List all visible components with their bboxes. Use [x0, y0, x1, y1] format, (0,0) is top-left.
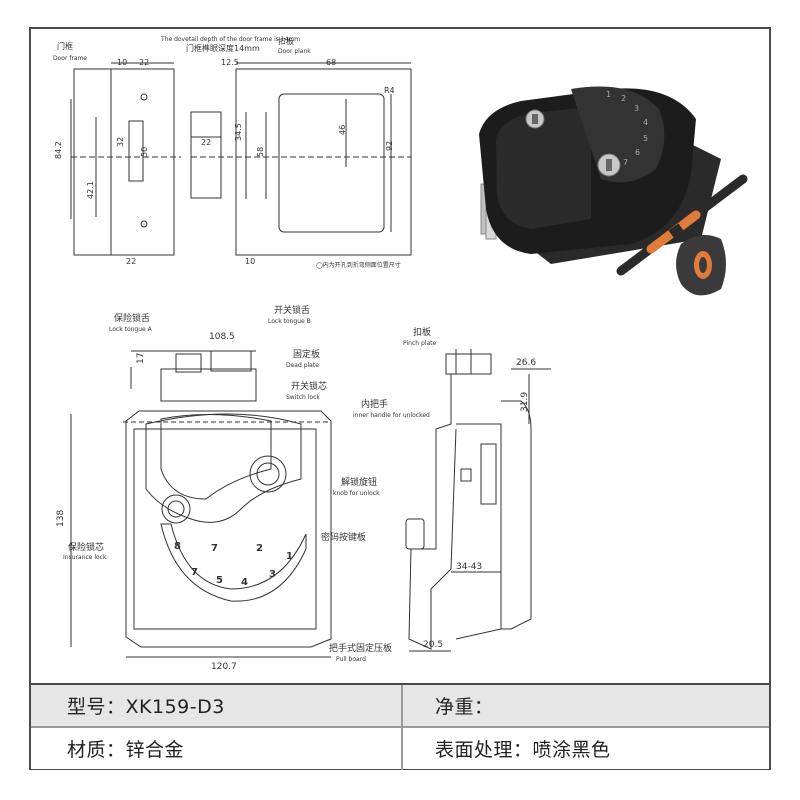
svg-text:3: 3 [269, 569, 276, 580]
svg-text:The dovetail depth of the door: The dovetail depth of the door frame is … [160, 36, 300, 43]
product-photo: 123 456 78 [479, 86, 748, 296]
finish-cell: 表面处理：喷涂黑色 [435, 739, 611, 761]
svg-text:inner handle for unlocked: inner handle for unlocked [353, 412, 430, 419]
svg-text:Door plank: Door plank [278, 48, 311, 55]
technical-drawings: 门框 Door frame The dovetail depth of the … [31, 29, 769, 680]
svg-text:扣板: 扣板 [413, 326, 431, 338]
door-cutout-dims: 门框 Door frame The dovetail depth of the … [53, 36, 401, 269]
spec-table: 型号：XK159-D3 净重： 材质：锌合金 表面处理：喷涂黑色 [31, 683, 769, 770]
svg-text:32: 32 [116, 137, 125, 147]
svg-text:46: 46 [338, 125, 347, 135]
svg-text:84.2: 84.2 [54, 141, 63, 159]
svg-text:密码按键板: 密码按键板 [321, 531, 366, 543]
svg-text:扣板: 扣板 [278, 36, 294, 46]
product-sheet-frame [29, 27, 771, 770]
svg-text:4: 4 [643, 118, 648, 127]
svg-text:1: 1 [606, 90, 611, 99]
svg-text:固定板: 固定板 [293, 348, 320, 360]
svg-text:5: 5 [216, 575, 223, 586]
svg-text:Lock tongue A: Lock tongue A [109, 326, 153, 333]
svg-text:68: 68 [326, 58, 336, 67]
spec-row-1: 型号：XK159-D3 净重： [31, 685, 769, 728]
svg-text:3: 3 [634, 104, 639, 113]
svg-text:◯内为开孔到折弯侧面位置尺寸: ◯内为开孔到折弯侧面位置尺寸 [316, 261, 401, 269]
material-cell: 材质：锌合金 [67, 739, 185, 761]
svg-text:20.5: 20.5 [423, 640, 443, 650]
svg-text:7: 7 [191, 567, 198, 578]
svg-text:50: 50 [140, 147, 149, 157]
svg-text:内把手: 内把手 [361, 398, 388, 410]
svg-text:4: 4 [241, 577, 248, 588]
svg-text:22: 22 [139, 58, 149, 67]
svg-text:Door frame: Door frame [53, 55, 87, 62]
svg-text:门框: 门框 [57, 41, 73, 51]
svg-text:7: 7 [623, 158, 628, 167]
svg-text:22: 22 [201, 138, 211, 147]
svg-text:17: 17 [136, 353, 146, 364]
svg-text:12.5: 12.5 [221, 58, 239, 67]
svg-text:Insurance lock: Insurance lock [63, 554, 107, 561]
svg-text:31.9: 31.9 [520, 392, 530, 412]
svg-text:Dead plate: Dead plate [286, 362, 319, 369]
svg-text:Lock tongue B: Lock tongue B [268, 318, 311, 325]
table-divider [401, 685, 403, 770]
svg-text:5: 5 [643, 134, 648, 143]
svg-text:开关锁舌: 开关锁舌 [274, 304, 310, 316]
svg-text:2: 2 [621, 94, 626, 103]
svg-text:92: 92 [385, 141, 394, 151]
svg-text:8: 8 [174, 541, 181, 552]
svg-text:1: 1 [286, 551, 293, 562]
side-view-drawing [405, 349, 551, 652]
model-cell: 型号：XK159-D3 [67, 696, 225, 718]
svg-text:保险锁芯: 保险锁芯 [68, 541, 104, 553]
svg-text:把手式固定压板: 把手式固定压板 [329, 642, 392, 654]
weight-cell: 净重： [435, 696, 494, 718]
svg-text:58: 58 [256, 147, 265, 157]
svg-text:Pinch plate: Pinch plate [403, 340, 436, 347]
svg-text:knob for unlock: knob for unlock [333, 490, 380, 497]
door-cutout-drawing [70, 62, 412, 256]
svg-text:26.6: 26.6 [516, 358, 536, 368]
svg-text:42.1: 42.1 [86, 181, 95, 199]
front-view-labels: 保险锁舌 Lock tongue A 开关锁舌 Lock tongue B 固定… [56, 304, 366, 672]
front-view-drawing [70, 350, 332, 658]
svg-text:10: 10 [117, 58, 127, 67]
svg-text:120.7: 120.7 [211, 662, 237, 672]
spec-row-2: 材质：锌合金 表面处理：喷涂黑色 [31, 728, 769, 769]
svg-text:解锁旋钮: 解锁旋钮 [341, 476, 377, 488]
svg-text:34.5: 34.5 [234, 123, 243, 141]
svg-text:门框榫眼深度14mm: 门框榫眼深度14mm [186, 43, 260, 53]
svg-text:6: 6 [635, 148, 640, 157]
svg-text:保险锁舌: 保险锁舌 [114, 312, 150, 324]
svg-text:138: 138 [56, 510, 66, 527]
svg-text:10: 10 [245, 257, 255, 266]
svg-text:108.5: 108.5 [209, 332, 235, 342]
svg-text:2: 2 [256, 543, 263, 554]
svg-text:7: 7 [211, 543, 218, 554]
svg-text:Pull board: Pull board [336, 656, 366, 663]
svg-text:34-43: 34-43 [456, 562, 482, 572]
front-view-keypad: 8 7 2 7 5 4 3 1 [174, 541, 293, 588]
svg-text:开关锁芯: 开关锁芯 [291, 380, 327, 392]
svg-text:R4: R4 [384, 86, 395, 95]
svg-text:Switch lock: Switch lock [286, 394, 320, 401]
svg-text:22: 22 [126, 257, 136, 266]
side-view-labels: 扣板 Pinch plate 内把手 inner handle for unlo… [329, 326, 536, 663]
